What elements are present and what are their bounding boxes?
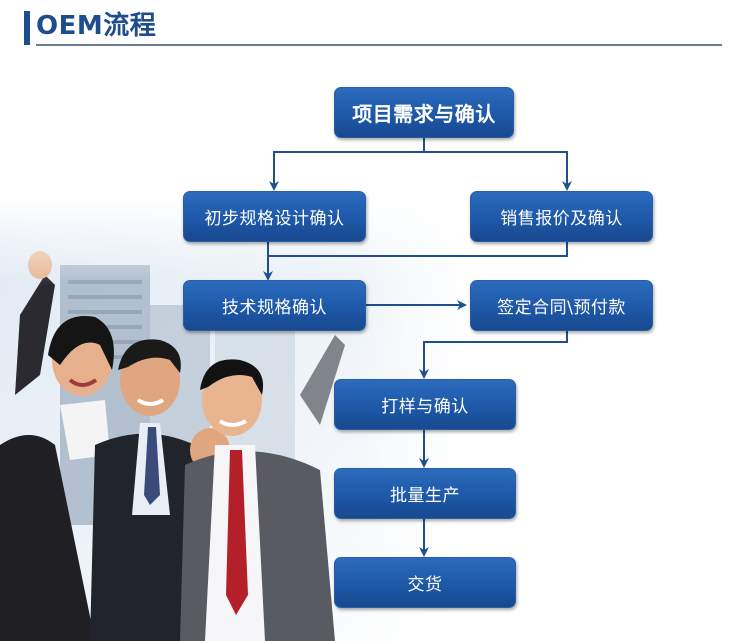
page-title: OEM流程 [36,11,157,41]
step-sampling: 打样与确认 [334,379,516,430]
connector-step1-right [424,151,572,191]
title-accent-bar [24,11,30,45]
connector-step2b-join [268,242,568,257]
connector-step3b-step4 [419,331,568,379]
step-contract-prepay: 签定合同\预付款 [470,280,653,331]
step-mass-production: 批量生产 [334,468,516,519]
step-requirement-confirm: 项目需求与确认 [334,87,514,138]
connector-step1-split [269,138,425,191]
step-delivery: 交货 [334,557,516,608]
title-underline [36,44,722,46]
step-tech-spec: 技术规格确认 [183,280,366,331]
step-sales-quote: 销售报价及确认 [470,191,653,242]
step-preliminary-spec: 初步规格设计确认 [183,191,366,242]
